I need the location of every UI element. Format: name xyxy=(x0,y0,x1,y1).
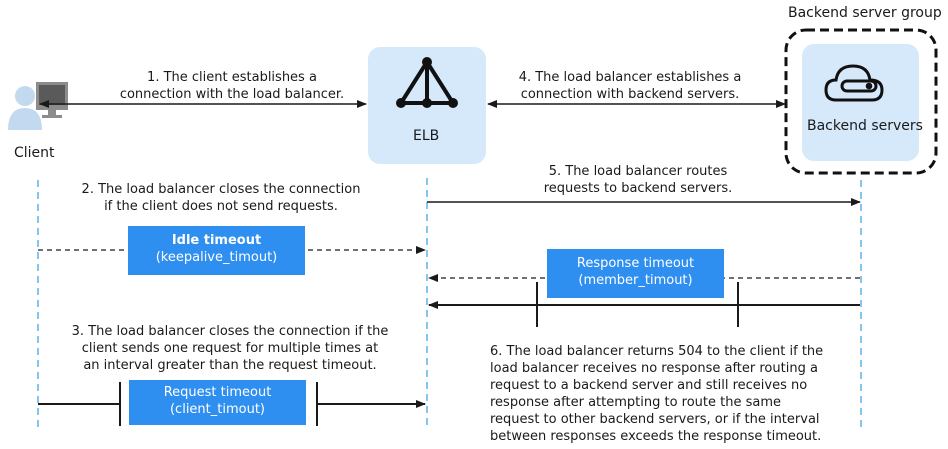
step3-text: 3. The load balancer closes the connecti… xyxy=(71,324,389,373)
cloud-server-icon xyxy=(824,64,884,102)
elb-icon xyxy=(396,57,458,108)
client-label: Client xyxy=(14,145,55,161)
lifelines xyxy=(37,178,862,428)
step6-text: 6. The load balancer returns 504 to the … xyxy=(490,344,824,444)
response-timeout-box xyxy=(547,249,724,298)
backend-servers-label: Backend servers xyxy=(807,118,923,134)
client-computer-icon xyxy=(8,82,68,130)
response-timeout-label: Response timeout(member_timout) xyxy=(576,256,695,288)
backend-server-group xyxy=(784,28,938,175)
request-timeout-label: Request timeout(client_timout) xyxy=(163,385,272,417)
elb-label: ELB xyxy=(413,128,440,144)
idle-timeout-box xyxy=(128,226,305,275)
backend-group-label: Backend server group xyxy=(788,5,942,21)
request-timeout-box xyxy=(129,380,306,425)
step2-text: 2. The load balancer closes the connecti… xyxy=(81,182,361,214)
elb-node xyxy=(368,47,486,164)
idle-timeout-label: Idle timeout(keepalive_timout) xyxy=(155,233,278,265)
